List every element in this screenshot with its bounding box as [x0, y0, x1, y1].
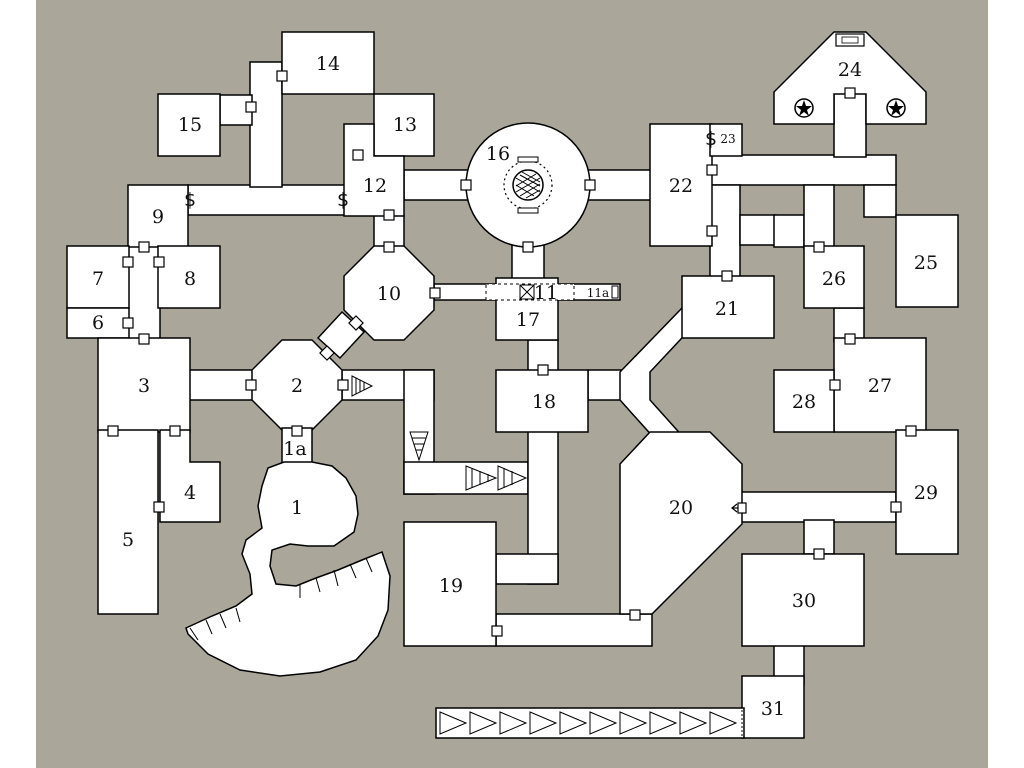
svg-text:$: $: [705, 128, 717, 150]
doors: [107, 70, 917, 637]
label-room-13: 13: [393, 114, 417, 136]
label-room-17: 17: [516, 309, 540, 331]
room-labels: 14 15 13 12 16 9 7 8 6 10 11 11a 17 3 2 …: [92, 53, 938, 720]
label-room-3: 3: [138, 375, 150, 397]
label-room-12: 12: [363, 175, 387, 197]
label-room-4: 4: [184, 482, 196, 504]
label-room-5: 5: [122, 529, 134, 551]
label-room-7: 7: [92, 268, 104, 290]
altar-icon: [835, 33, 865, 47]
label-room-2: 2: [291, 375, 303, 397]
label-room-8: 8: [184, 268, 196, 290]
svg-text:$: $: [337, 189, 349, 211]
label-room-19: 19: [439, 575, 463, 597]
cliff-edge: [189, 557, 373, 641]
label-room-11: 11: [534, 282, 558, 304]
label-room-15: 15: [178, 114, 202, 136]
label-room-9: 9: [152, 206, 164, 228]
secret-door-icon: $ $ $: [184, 128, 717, 211]
label-room-11a: 11a: [587, 286, 609, 300]
label-room-16: 16: [486, 143, 510, 165]
label-room-18: 18: [532, 391, 556, 413]
label-room-21: 21: [715, 298, 739, 320]
label-room-29: 29: [914, 482, 938, 504]
label-room-31: 31: [761, 698, 785, 720]
label-room-28: 28: [792, 391, 816, 413]
label-room-20: 20: [669, 497, 693, 519]
pit-trap-corridor: [485, 283, 619, 301]
label-room-26: 26: [822, 268, 846, 290]
corridors: [127, 61, 897, 685]
label-room-23: 23: [720, 132, 735, 146]
label-room-1: 1: [291, 497, 303, 519]
label-room-27: 27: [868, 375, 892, 397]
cave-room-1: [185, 461, 391, 677]
svg-text:$: $: [184, 189, 196, 211]
long-stairs: [439, 710, 743, 736]
label-room-24: 24: [838, 59, 862, 81]
label-room-1a: 1a: [283, 438, 306, 460]
label-room-30: 30: [792, 590, 816, 612]
label-room-25: 25: [914, 252, 938, 274]
star-icon: [794, 98, 906, 118]
well-icon: [503, 156, 553, 214]
label-room-22: 22: [669, 175, 693, 197]
label-room-6: 6: [92, 312, 104, 334]
label-room-10: 10: [377, 283, 401, 305]
label-room-14: 14: [316, 53, 340, 75]
stairs-icon: [351, 375, 528, 491]
